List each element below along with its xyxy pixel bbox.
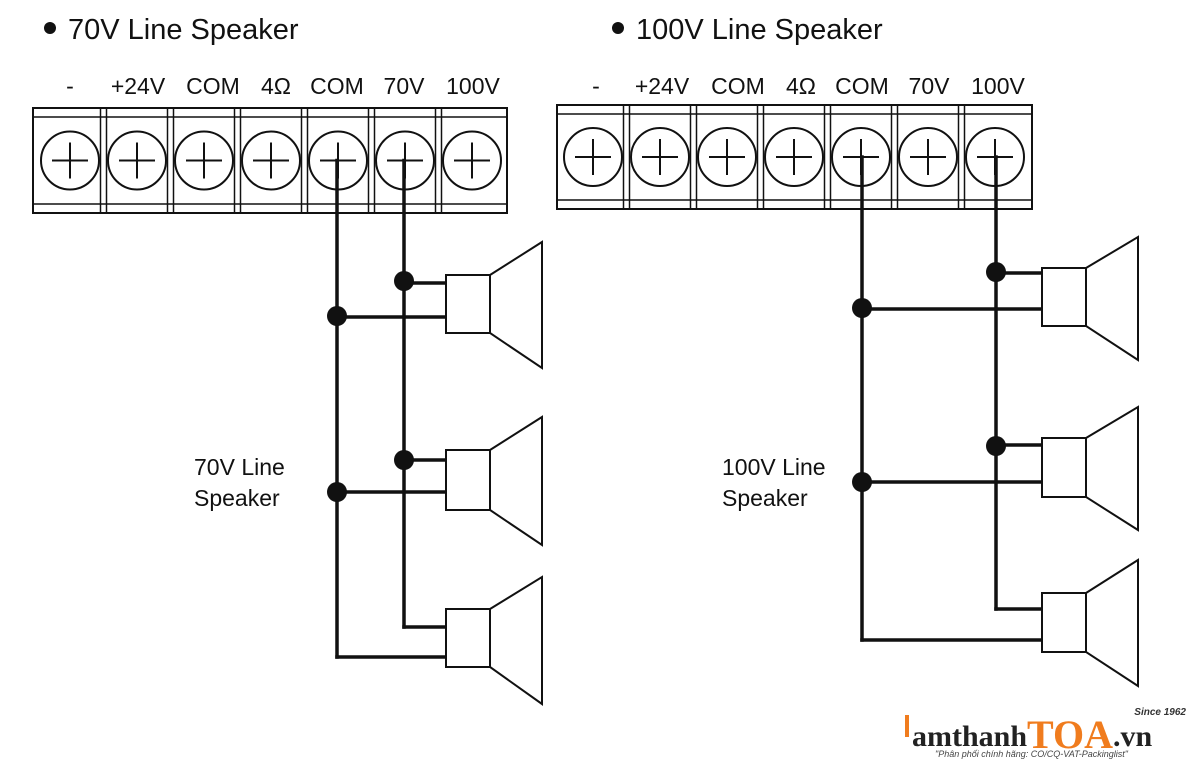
terminal-label: COM: [186, 73, 240, 99]
terminal-block: [32, 107, 508, 214]
speaker-cone-icon: [489, 575, 543, 706]
junction-dot: [986, 436, 1006, 456]
junction-dot: [986, 262, 1006, 282]
junction-dot: [327, 482, 347, 502]
terminal-label: -: [592, 73, 600, 99]
bullet-dot-icon: [44, 22, 56, 35]
panel-title-100v: 100V Line Speaker: [612, 14, 883, 47]
terminal-label: 70V: [383, 73, 425, 99]
side-label-line: Speaker: [194, 485, 280, 511]
terminal-label: 70V: [908, 73, 950, 99]
terminal-label: -: [66, 73, 74, 99]
terminal-label: 100V: [971, 73, 1025, 99]
speaker-magnet: [445, 449, 491, 511]
logo-text: amthanh: [912, 720, 1028, 753]
brand-logo: Since 1962 amthanhTOA.vn "Phân phối chín…: [905, 703, 1190, 765]
logo-text: TOA: [1027, 712, 1114, 757]
junction-dot: [852, 472, 872, 492]
speaker-magnet: [1041, 437, 1087, 498]
speaker-magnet: [1041, 592, 1087, 653]
terminal-label: COM: [711, 73, 765, 99]
terminal-label: +24V: [634, 73, 690, 99]
junction-dot: [394, 450, 414, 470]
terminal-block: [556, 104, 1033, 210]
panel-title-text: 100V Line Speaker: [636, 14, 883, 46]
side-label-line: Speaker: [722, 485, 808, 511]
junction-dot: [394, 271, 414, 291]
logo-wordmark: amthanhTOA.vn: [905, 713, 1153, 755]
speaker-group-label-70v: 70V Line Speaker: [194, 452, 285, 514]
speaker-cone-icon: [489, 240, 543, 370]
bullet-dot-icon: [612, 22, 624, 35]
logo-tagline: "Phân phối chính hãng: CO/CQ-VAT-Packing…: [935, 749, 1128, 759]
speaker-magnet: [445, 608, 491, 668]
speaker-magnet: [445, 274, 491, 334]
speaker-cone-icon: [1085, 558, 1139, 688]
terminal-label: +24V: [110, 73, 166, 99]
speaker-cone-icon: [1085, 405, 1139, 532]
terminal-label: COM: [310, 73, 364, 99]
terminal-label: 100V: [446, 73, 500, 99]
speaker-cone-icon: [489, 415, 543, 547]
speaker-cone-icon: [1085, 235, 1139, 362]
terminal-label: 4Ω: [261, 73, 291, 99]
panel-title-text: 70V Line Speaker: [68, 14, 299, 46]
side-label-line: 70V Line: [194, 454, 285, 480]
panel-title-70v: 70V Line Speaker: [44, 14, 299, 47]
speaker-group-label-100v: 100V Line Speaker: [722, 452, 826, 514]
junction-dot: [852, 298, 872, 318]
terminal-label: 4Ω: [786, 73, 816, 99]
junction-dot: [327, 306, 347, 326]
speaker-magnet: [1041, 267, 1087, 327]
side-label-line: 100V Line: [722, 454, 826, 480]
logo-mark-icon: [905, 715, 909, 737]
terminal-label: COM: [835, 73, 889, 99]
logo-since: Since 1962: [1134, 707, 1186, 718]
logo-text: .vn: [1113, 720, 1153, 753]
